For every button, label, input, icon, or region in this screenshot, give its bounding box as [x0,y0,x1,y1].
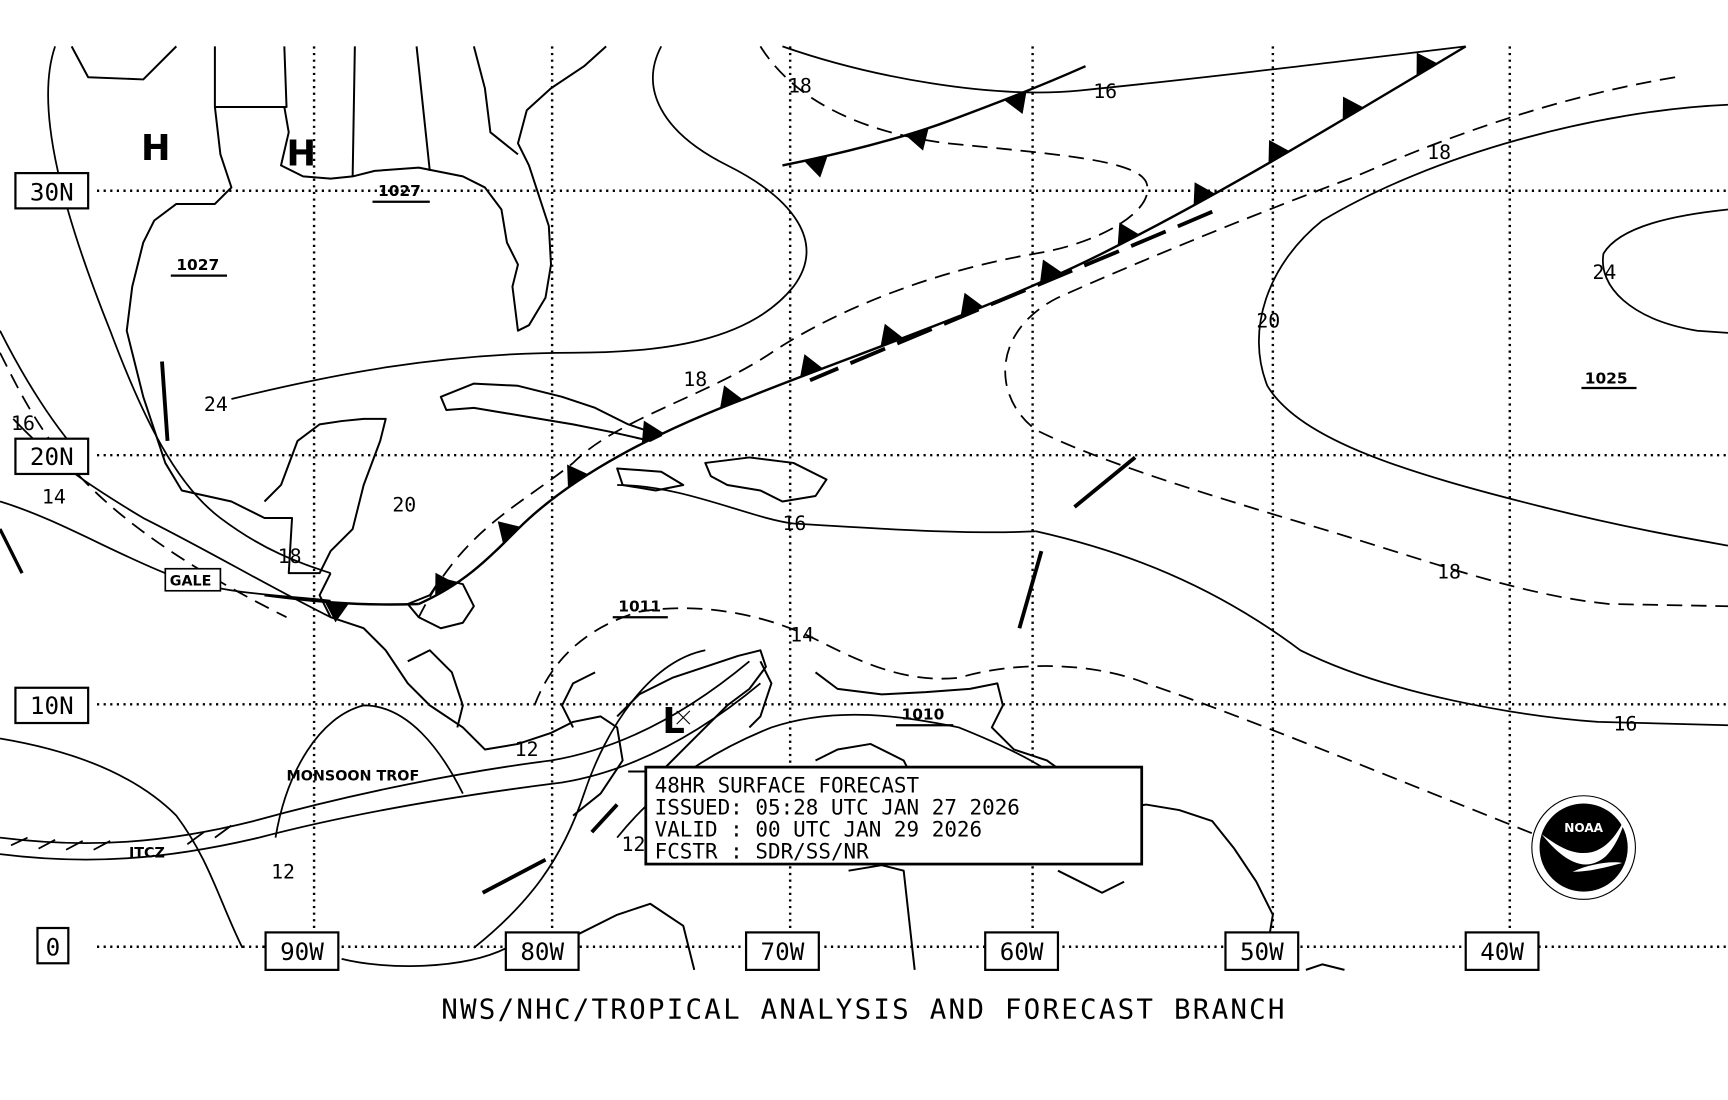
monsoon-trough-label: MONSOON TROF [287,768,420,784]
cold-front-triangle-icon [1416,52,1438,76]
cold-front-triangle-icon [1040,259,1063,283]
pressure-value: 1010 [901,706,944,724]
isobar-label: 24 [1592,261,1616,284]
lat-label: 0 [46,933,61,962]
stationary-front [782,65,1087,167]
lon-label: 80W [520,937,564,966]
pressure-values: 1027 1027 1011 1010 1025 [170,182,1637,727]
cold-front-triangle-icon [641,420,664,444]
trough-segment [1017,550,1044,629]
noaa-logo-text: NOAA [1564,821,1603,835]
latitude-labels: 30N 20N 10N 0 [14,172,90,965]
forecast-title: 48HR SURFACE FORECAST [655,773,920,797]
isobar-label: 12 [515,738,539,761]
cold-front-triangle-icon [567,464,589,488]
isobar-label: 16 [782,512,806,535]
forecast-forecasters: FCSTR : SDR/SS/NR [655,840,870,864]
high-pressure-center: H [141,128,171,169]
pressure-value: 1011 [618,598,661,616]
isobar-label: 18 [788,75,812,98]
isobar-label: 16 [1613,713,1637,736]
isobar-label: 18 [1437,561,1461,584]
isobar-label: 18 [1427,141,1451,164]
lat-label: 10N [30,691,74,720]
isobar-label: 14 [42,486,66,509]
forecast-issued: ISSUED: 05:28 UTC JAN 27 2026 [655,795,1020,819]
lon-label: 60W [1000,937,1044,966]
isobar-label: 20 [1256,309,1280,332]
isobar-label: 18 [278,545,302,568]
low-pressure-center: L [662,701,684,742]
cold-front-triangle-icon [1342,96,1364,120]
trough-segment [590,803,619,834]
lat-label: 20N [30,442,74,471]
cold-front-triangle-icon [804,155,828,178]
lon-label: 50W [1240,937,1284,966]
trough-segment [481,857,547,895]
isobar-label: 12 [622,833,646,856]
lat-label: 30N [30,178,74,207]
cold-front-triangle-icon [720,385,743,409]
isobar-label: 16 [11,412,35,435]
cold-front-triangle-icon [905,128,929,151]
itcz-monsoon-trough [0,660,761,861]
cold-front-triangle-icon [497,521,521,544]
itcz-label: ITCZ [129,845,165,861]
lon-label: 70W [761,937,805,966]
pressure-value: 1025 [1585,370,1628,388]
surface-trough [809,209,1214,383]
lon-label: 90W [280,937,324,966]
front-triangles [324,52,1438,623]
isobar-label: 18 [683,368,707,391]
cold-front-triangle-icon [960,292,984,316]
cold-front-triangle-icon [1117,222,1140,246]
cold-front-triangle-icon [880,323,904,347]
isobar-labels: 18 16 18 24 20 24 18 20 16 18 16 14 16 1… [11,75,1637,884]
gale-warning-label: GALE [170,573,212,589]
forecast-info-box: 48HR SURFACE FORECAST ISSUED: 05:28 UTC … [644,765,1144,866]
cold-front-triangle-icon [1268,139,1290,164]
isobar-label: 24 [204,393,228,416]
trough-segment [160,361,170,442]
footer-credit: NWS/NHC/TROPICAL ANALYSIS AND FORECAST B… [441,993,1287,1025]
noaa-logo: NOAA [1531,795,1636,900]
low-center-marker-icon [676,710,691,725]
cold-front [418,45,1467,606]
high-pressure-center: H [287,133,317,174]
cold-front-triangle-icon [435,572,457,596]
isobar-label: 12 [271,860,295,883]
pressure-value: 1027 [176,256,219,274]
lon-label: 40W [1480,937,1524,966]
isobar-label: 14 [790,623,814,646]
cold-front-triangle-icon [1193,182,1215,206]
isobar-label: 20 [392,493,416,516]
longitude-labels: 90W 80W 70W 60W 50W 40W [264,931,1540,971]
trough-segment [0,528,24,574]
cold-front-triangle-icon [324,601,349,623]
trough-segment [1073,455,1137,509]
pressure-value: 1027 [378,182,421,200]
cold-front-triangle-icon [1004,91,1027,114]
isobar-label: 16 [1093,80,1117,103]
cold-front-triangle-icon [800,354,823,378]
forecast-valid: VALID : 00 UTC JAN 29 2026 [655,818,983,842]
